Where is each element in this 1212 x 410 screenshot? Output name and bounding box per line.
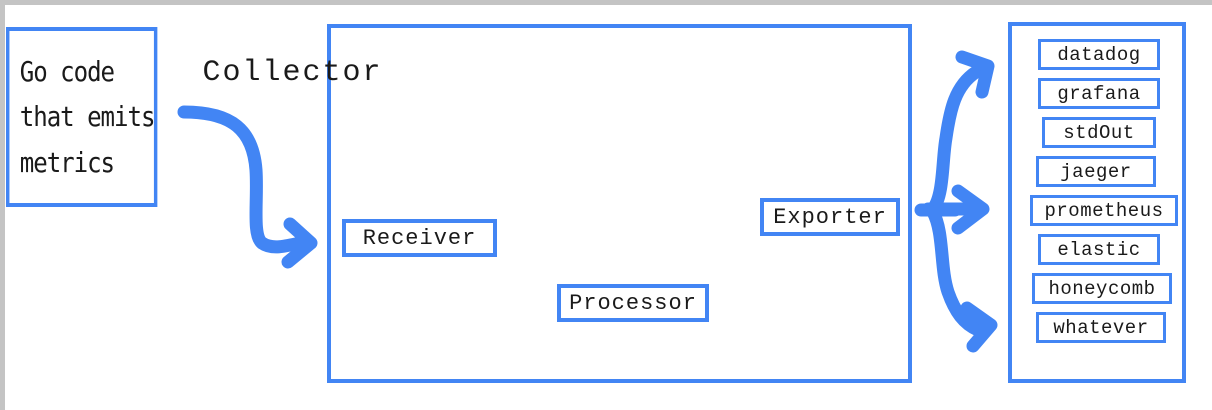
backend-item-grafana: grafana — [1038, 78, 1160, 109]
arrow-exporter-to-backends-lower — [926, 205, 998, 353]
source-line-1: Go code — [19, 54, 115, 88]
exporter-box: Exporter — [760, 198, 900, 236]
backend-item-elastic: elastic — [1038, 234, 1160, 265]
processor-box: Processor — [557, 284, 709, 322]
source-code-box: Go code that emits metrics — [6, 27, 158, 207]
receiver-box: Receiver — [342, 219, 497, 257]
page-edge-top — [0, 0, 1212, 5]
backend-item-jaeger: jaeger — [1036, 156, 1156, 187]
collector-title: Collector — [202, 56, 383, 90]
backend-item-prometheus: prometheus — [1030, 195, 1178, 226]
source-line-3: metrics — [19, 145, 115, 179]
arrow-exporter-to-backends-upper — [926, 50, 995, 216]
backend-item-datadog: datadog — [1038, 39, 1160, 70]
page-edge-left — [0, 0, 5, 410]
backend-item-honeycomb: honeycomb — [1032, 273, 1172, 304]
source-line-2: that emits — [19, 100, 156, 134]
backend-item-stdOut: stdOut — [1042, 117, 1156, 148]
arrow-source-to-receiver — [177, 105, 318, 269]
backend-item-whatever: whatever — [1036, 312, 1166, 343]
